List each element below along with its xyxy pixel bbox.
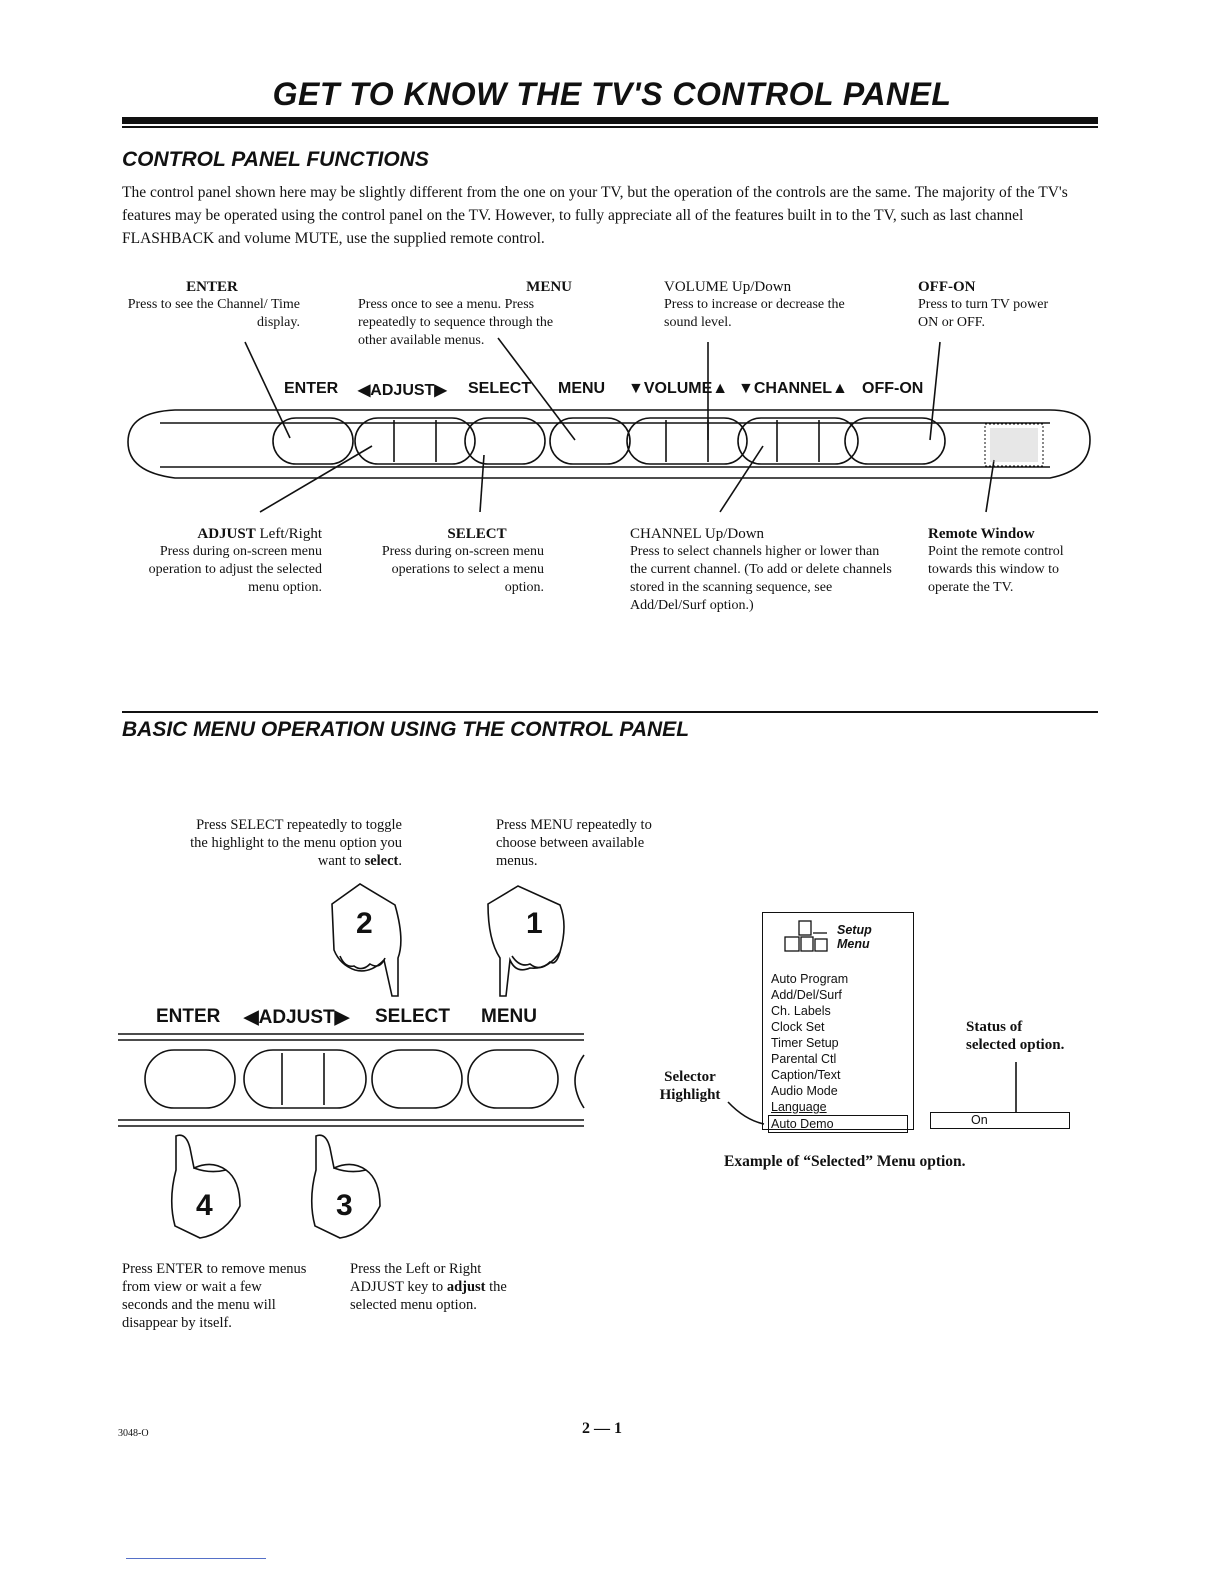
panel2-label-menu: MENU (481, 1006, 537, 1027)
menu-item: Parental Ctl (771, 1052, 837, 1066)
callout-channel-title-suffix: Up/Down (701, 526, 765, 542)
section-heading-basic-menu: BASIC MENU OPERATION USING THE CONTROL P… (122, 718, 690, 741)
callout-select-desc: Press during on-screen menu operations t… (381, 544, 544, 595)
selector-highlight-label: Selector Highlight (640, 1068, 740, 1104)
step3-text-a: Press the Left or Right ADJUST key to (350, 1261, 482, 1295)
panel-label-menu: MENU (558, 380, 606, 397)
callout-enter-desc: Press to see the Channel/ Time display. (127, 297, 300, 330)
step2-text: Press SELECT repeatedly to toggle the hi… (190, 817, 402, 869)
callout-volume-title: VOLUME (664, 279, 729, 295)
section-divider (122, 711, 1098, 713)
menu-item: Auto Program (771, 972, 849, 986)
callout-remote-title: Remote Window (928, 526, 1035, 542)
status-label-2: selected option. (966, 1037, 1065, 1053)
callout-channel-title: CHANNEL (630, 526, 702, 542)
callout-offon: OFF-ON Press to turn TV power ON or OFF. (918, 278, 1058, 332)
panel-label-volume: ▼VOLUME▲ (628, 380, 729, 397)
callout-adjust-title: ADJUST (197, 526, 256, 542)
setup-menu-items: Auto Program Add/Del/Surf Ch. Labels Clo… (768, 971, 908, 1133)
panel2-label-enter: ENTER (156, 1006, 221, 1027)
section-heading-control-panel: CONTROL PANEL FUNCTIONS (122, 148, 429, 171)
panel-label-channel: ▼CHANNEL▲ (738, 380, 848, 397)
callout-volume: VOLUME Up/Down Press to increase or decr… (664, 278, 864, 332)
menu-example-caption: Example of “Selected” Menu option. (724, 1153, 966, 1170)
step3-instruction: Press the Left or Right ADJUST key to ad… (350, 1260, 536, 1314)
setup-menu-icon (784, 920, 828, 952)
menu-item: Audio Mode (771, 1084, 838, 1098)
step4-instruction: Press ENTER to remove menus from view or… (122, 1261, 307, 1331)
callout-remote-window: Remote Window Point the remote control t… (928, 525, 1098, 597)
menu-item: Ch. Labels (771, 1004, 831, 1018)
callout-offon-desc: Press to turn TV power ON or OFF. (918, 297, 1049, 330)
callout-adjust-title-suffix: Left/Right (255, 526, 323, 542)
step2-instruction: Press SELECT repeatedly to toggle the hi… (190, 817, 402, 869)
step-number-4: 4 (196, 1189, 213, 1222)
step3-text-b: the selected menu option. (350, 1279, 507, 1313)
callout-menu-desc: Press once to see a menu. Press repeated… (358, 297, 554, 348)
menu-item: Clock Set (771, 1020, 825, 1034)
doc-code: 3048-O (118, 1428, 149, 1439)
callout-menu-title: MENU (526, 279, 572, 295)
setup-menu-header-1: Setup (837, 923, 872, 937)
callout-select-title: SELECT (447, 526, 507, 542)
bottom-mark-line (126, 1558, 266, 1559)
menu-item: Caption/Text (771, 1068, 841, 1082)
step-number-2: 2 (356, 907, 373, 940)
intro-paragraph: The control panel shown here may be slig… (122, 184, 1068, 247)
status-label: Status of selected option. (966, 1018, 1064, 1054)
menu-item: Language (771, 1100, 827, 1114)
status-value: On (971, 1113, 988, 1127)
step3-bold: adjust (446, 1279, 486, 1295)
selector-label-2: Highlight (659, 1087, 721, 1103)
menu-item-selected: Auto Demo (768, 1115, 908, 1133)
page-title: GET TO KNOW THE TV'S CONTROL PANEL (272, 76, 952, 112)
callout-select: SELECT Press during on-screen menu opera… (380, 525, 544, 597)
step-number-3: 3 (336, 1189, 353, 1222)
setup-menu-header-2: Menu (837, 937, 870, 951)
callout-volume-title-suffix: Up/Down (728, 279, 792, 295)
panel-label-offon: OFF-ON (862, 380, 924, 397)
panel-label-adjust: ◀ADJUST▶ (358, 382, 447, 399)
callout-menu: MENU Press once to see a menu. Press rep… (358, 278, 572, 350)
callout-channel-desc: Press to select channels higher or lower… (630, 544, 892, 613)
panel2-label-select: SELECT (375, 1006, 450, 1027)
menu-item: Timer Setup (771, 1036, 839, 1050)
panel-label-select: SELECT (468, 380, 532, 397)
callout-enter-title: ENTER (186, 279, 238, 295)
callout-adjust-desc: Press during on-screen menu operation to… (148, 544, 322, 595)
callout-enter: ENTER Press to see the Channel/ Time dis… (124, 278, 300, 332)
setup-menu-header: Setup Menu (837, 923, 872, 951)
callout-adjust: ADJUST Left/Right Press during on-screen… (120, 525, 322, 597)
menu-item: Add/Del/Surf (771, 988, 842, 1002)
title-rule-thin (122, 126, 1098, 128)
setup-menu-example: Setup Menu Auto Program Add/Del/Surf Ch.… (762, 912, 914, 1133)
selector-label-1: Selector (664, 1069, 716, 1085)
callout-offon-title: OFF-ON (918, 279, 976, 295)
title-rule (122, 117, 1098, 124)
panel-label-enter: ENTER (284, 380, 339, 397)
callout-volume-desc: Press to increase or decrease the sound … (664, 297, 845, 330)
step-number-1: 1 (526, 907, 543, 940)
step1-instruction: Press MENU repeatedly to choose between … (496, 817, 652, 869)
step2-bold: select (364, 853, 399, 869)
panel2-label-adjust: ◀ADJUST▶ (244, 1007, 350, 1028)
page-number: 2 — 1 (582, 1420, 622, 1437)
callout-channel: CHANNEL Up/Down Press to select channels… (630, 525, 896, 615)
status-value-box: On (930, 1112, 1070, 1129)
status-label-1: Status of (966, 1019, 1023, 1035)
callout-remote-desc: Point the remote control towards this wi… (928, 544, 1064, 595)
